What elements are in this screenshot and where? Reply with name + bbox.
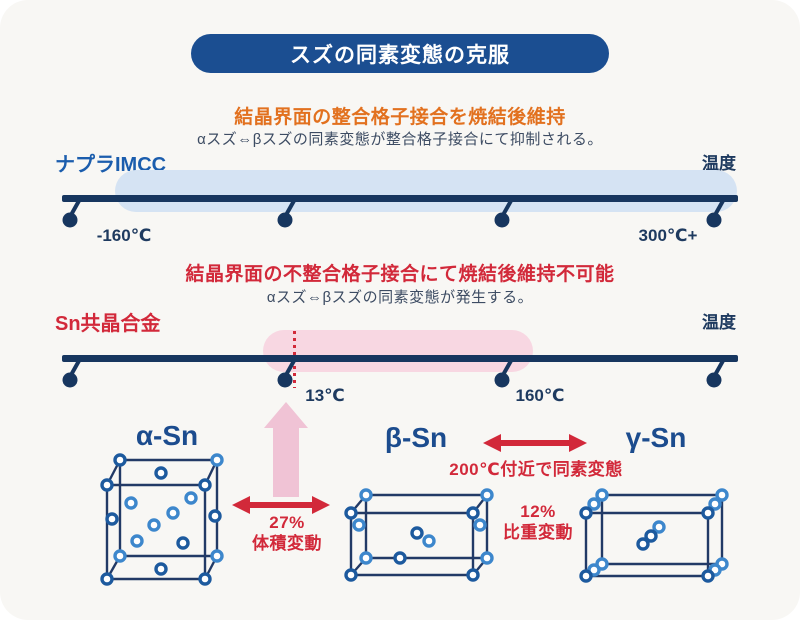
eutectic-subheading: αスズ⇔βスズの同素変態が発生する。 bbox=[266, 289, 534, 306]
timeline-pin bbox=[494, 198, 514, 228]
density-change-label: 比重変動 bbox=[503, 523, 573, 542]
density-change-note: 12% 比重変動 bbox=[503, 501, 573, 543]
imcc-temperature-band bbox=[115, 170, 737, 212]
volume-change-pct: 27% bbox=[269, 513, 305, 532]
imcc-heading: 結晶界面の整合格子接合を焼結後維持 bbox=[234, 107, 566, 128]
imcc-subheading: αスズ⇔βスズの同素変態が整合格子接合にて抑制される。 bbox=[197, 131, 603, 148]
timeline-pin bbox=[62, 358, 82, 388]
imcc-axis-label: 温度 bbox=[702, 154, 736, 173]
beta-gamma-arrow-icon bbox=[483, 434, 587, 452]
tick-160: 160℃ bbox=[515, 386, 565, 405]
eutectic-transform-band bbox=[263, 330, 533, 372]
timeline-pin bbox=[706, 198, 726, 228]
beta-sn-structure bbox=[344, 488, 494, 582]
timeline-pin bbox=[277, 358, 297, 388]
volume-change-label: 体積変動 bbox=[252, 534, 322, 553]
eutectic-label: Sn共晶合金 bbox=[55, 313, 161, 335]
alpha-sn-structure bbox=[100, 453, 224, 586]
tick-300plus: 300℃+ bbox=[638, 226, 698, 245]
up-arrow-icon bbox=[264, 402, 308, 497]
timeline-pin bbox=[277, 198, 297, 228]
transform-note: 200℃付近で同素変態 bbox=[449, 460, 623, 479]
title-banner: スズの同素変態の克服 bbox=[191, 34, 609, 73]
phase-label-gamma: γ-Sn bbox=[625, 422, 687, 453]
tick-13: 13℃ bbox=[305, 386, 345, 405]
timeline-pin bbox=[494, 358, 514, 388]
imcc-timeline bbox=[62, 195, 738, 228]
timeline-pin bbox=[62, 198, 82, 228]
volume-change-note: 27% 体積変動 bbox=[252, 512, 322, 554]
eutectic-timeline bbox=[62, 355, 738, 388]
page-title: スズの同素変態の克服 bbox=[290, 43, 510, 67]
timeline-pin bbox=[706, 358, 726, 388]
tick-minus160: -160℃ bbox=[96, 226, 152, 245]
eutectic-axis-label: 温度 bbox=[702, 313, 736, 332]
gamma-sn-structure bbox=[579, 488, 729, 583]
phase-label-beta: β-Sn bbox=[384, 422, 448, 453]
phase-label-alpha: α-Sn bbox=[135, 420, 199, 451]
density-change-pct: 12% bbox=[520, 502, 556, 521]
alpha-beta-arrow-icon bbox=[232, 496, 330, 514]
eutectic-heading: 結晶界面の不整合格子接合にて焼結後維持不可能 bbox=[185, 264, 615, 285]
